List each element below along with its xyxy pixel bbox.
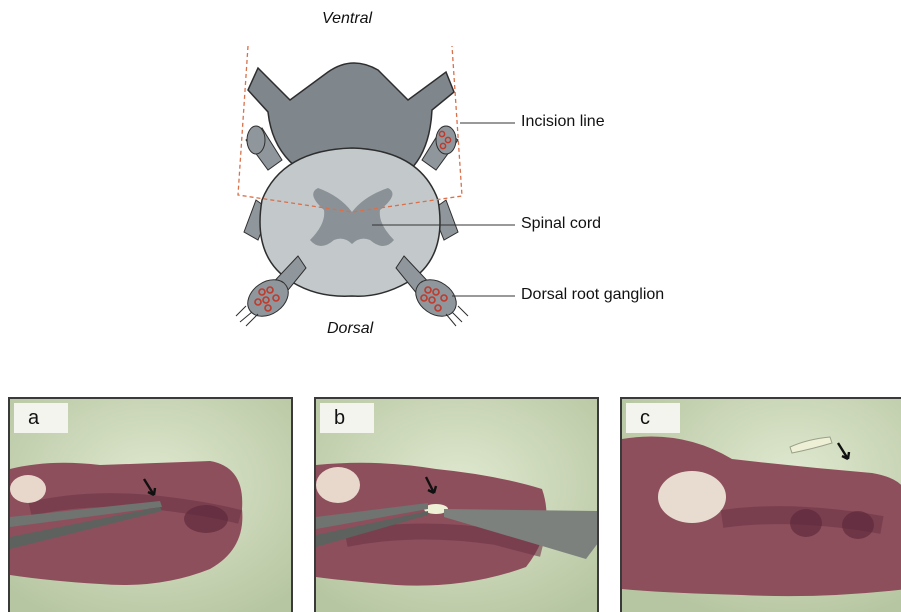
photo-panel-b: b [314, 397, 599, 612]
panel-letter-c: c [626, 403, 680, 433]
panel-letter-a: a [14, 403, 68, 433]
upper-left-ganglion [247, 126, 265, 154]
panel-letter-b: b [320, 403, 374, 433]
photo-panel-a: a [8, 397, 293, 612]
dorsal-root-ganglion-label: Dorsal root ganglion [521, 286, 664, 304]
spine-cross-section-diagram [0, 0, 901, 360]
dorsal-label: Dorsal [327, 320, 373, 338]
incision-line-label: Incision line [521, 113, 605, 131]
ventral-label: Ventral [322, 10, 372, 28]
spinal-cord-label: Spinal cord [521, 215, 601, 233]
photo-panel-c: c [620, 397, 901, 612]
upper-right-ganglion [436, 126, 456, 154]
